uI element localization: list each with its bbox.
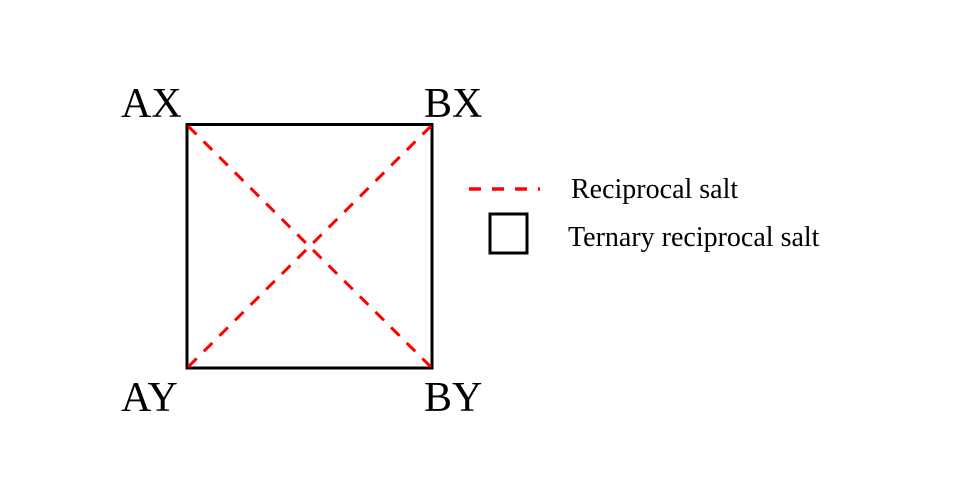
legend: Reciprocal salt Ternary reciprocal salt — [469, 174, 820, 255]
corner-label-by: BY — [424, 375, 482, 421]
corner-label-bx: BX — [424, 81, 482, 127]
legend-square-icon — [488, 212, 529, 255]
legend-label-reciprocal-salt: Reciprocal salt — [571, 174, 738, 205]
corner-label-ax: AX — [121, 81, 182, 127]
ternary-reciprocal-square — [185, 123, 434, 370]
corner-label-ay: AY — [121, 375, 178, 421]
legend-label-ternary-reciprocal-salt: Ternary reciprocal salt — [568, 222, 820, 253]
